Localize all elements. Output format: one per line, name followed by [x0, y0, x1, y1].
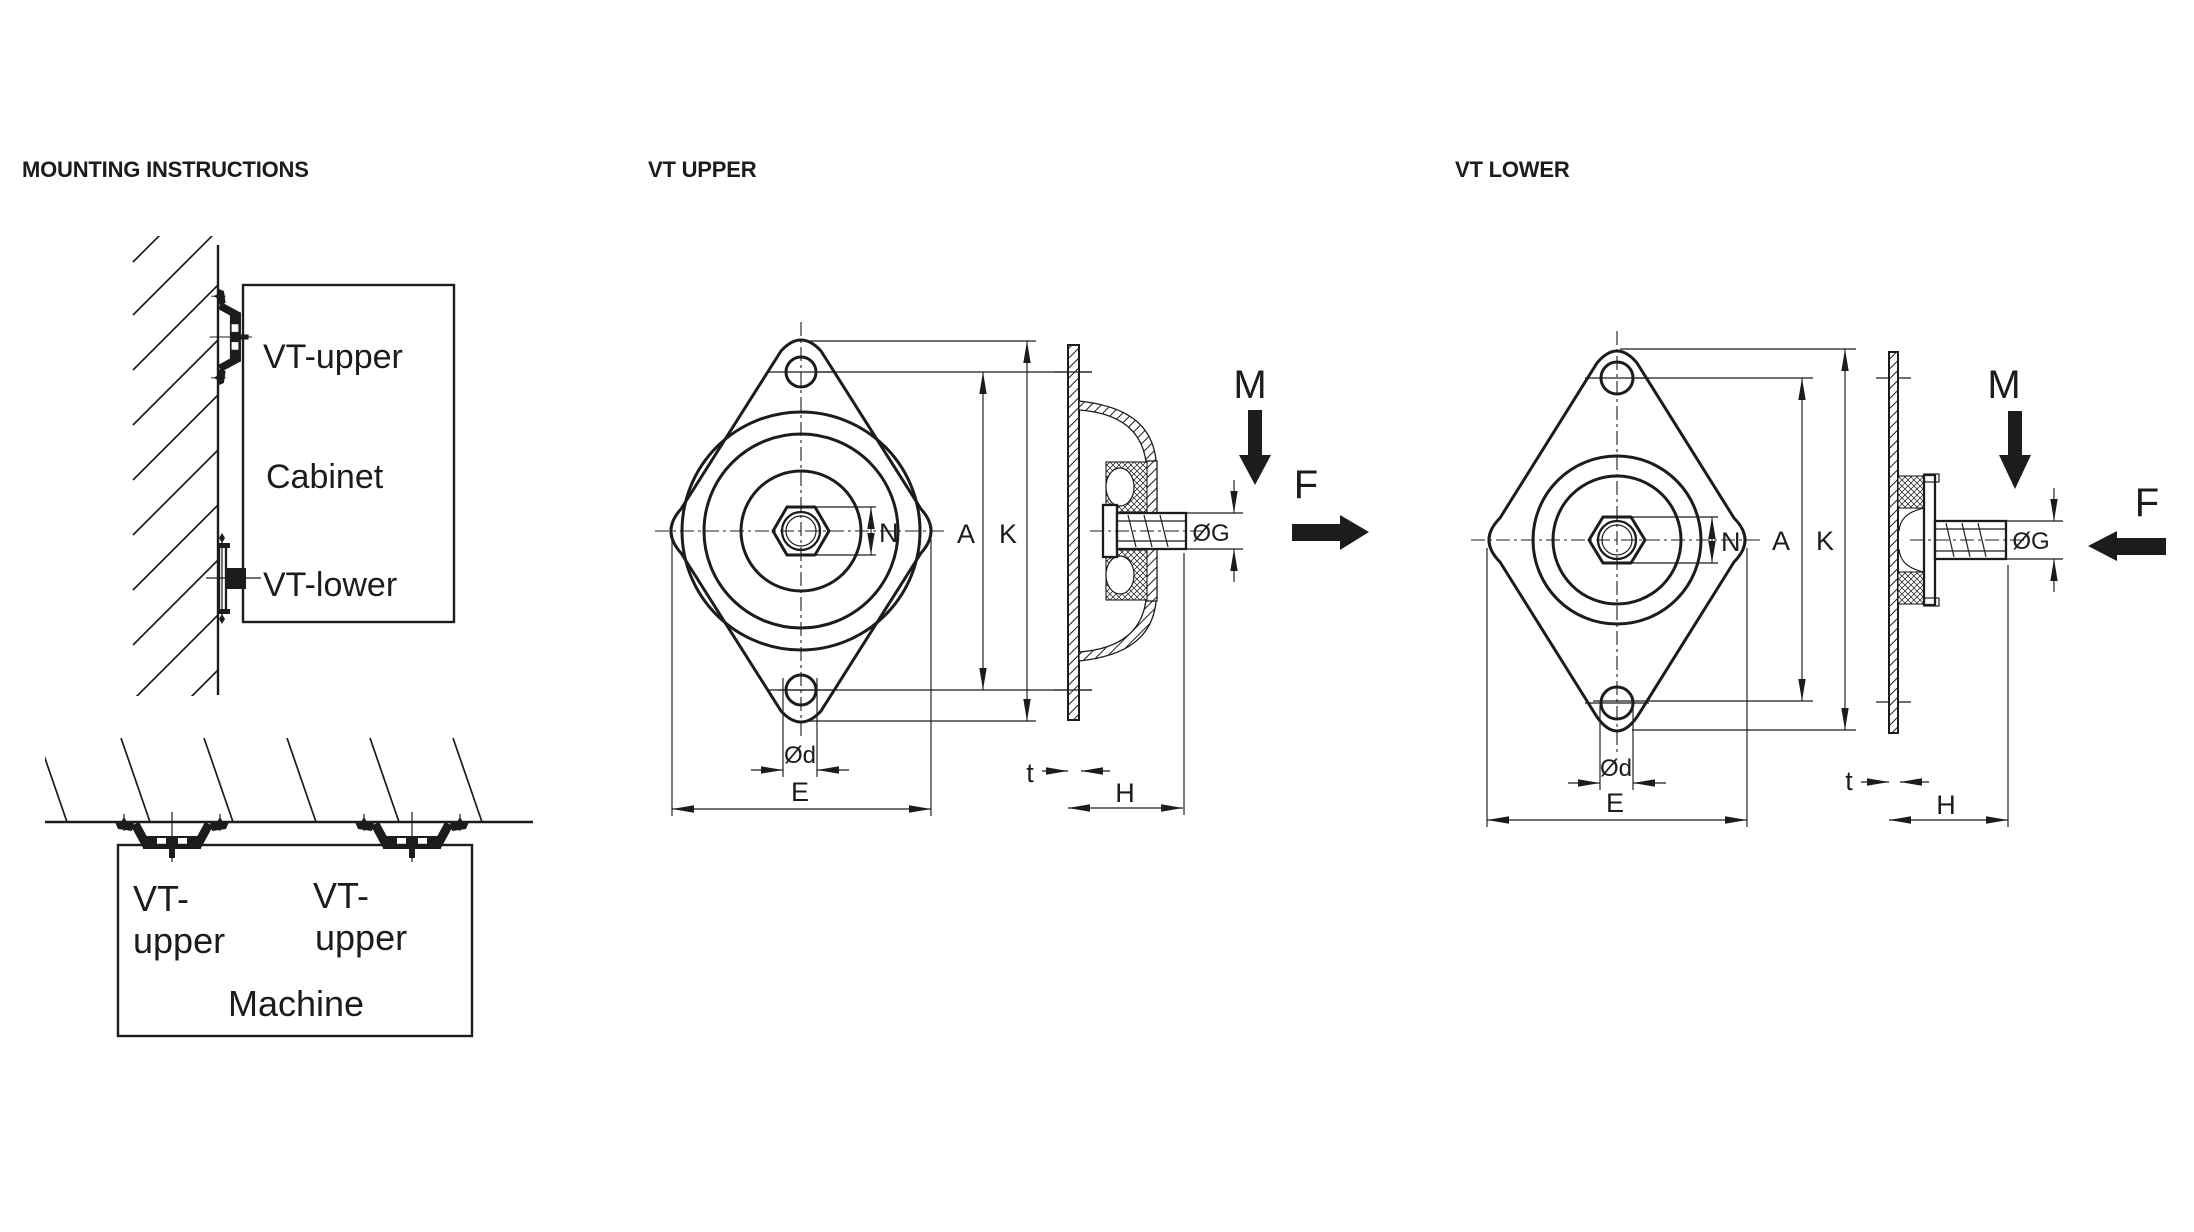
ceiling-mount1-label-line2: upper [133, 920, 225, 961]
cabinet-box [241, 283, 456, 624]
dim-label-t: t [1845, 766, 1853, 796]
dim-label-a: A [1772, 526, 1790, 556]
wall-hatching [132, 236, 219, 696]
dim-label-h: H [1115, 778, 1135, 808]
centerlines [655, 322, 947, 740]
flange-plate-section [1888, 351, 1899, 734]
vt-lower-side-dimensions: ØG t H M F [1845, 363, 2166, 827]
dim-label-n: N [1721, 527, 1741, 557]
ceiling-mount2-label-line2: upper [315, 917, 407, 958]
dim-label-k: K [999, 519, 1017, 549]
machine-label: Machine [228, 983, 364, 1024]
moment-arrow-down-icon [1239, 410, 1271, 485]
ceiling-hatching [45, 737, 483, 823]
dim-label-h: H [1936, 790, 1956, 820]
force-label: F [1294, 463, 1318, 507]
vt-lower-front-view [1471, 331, 1763, 752]
vt-lower-side-view [1888, 351, 2024, 734]
hat-profile-bottom [1078, 599, 1157, 662]
wall-mounting-diagram: VT-upper Cabinet VT-lower [132, 236, 456, 696]
ceiling-mount-2-glyph [355, 812, 469, 862]
rubber-bottom [1897, 571, 1925, 605]
vt-upper-side-view [1054, 344, 1206, 721]
hat-profile-top [1078, 400, 1157, 463]
dim-label-g: ØG [2012, 528, 2049, 555]
vt-lower-front-dimensions: N A K Ød E [1486, 348, 1911, 827]
dim-label-e: E [791, 777, 809, 807]
vt-lower-wall-mount-glyph [206, 533, 261, 624]
vt-upper-title: VT UPPER [648, 157, 757, 182]
dim-label-d: Ød [1600, 755, 1632, 782]
vt-upper-front-dimensions: N A K Ød E [671, 340, 1092, 816]
force-arrow-left-icon [2088, 531, 2166, 561]
dim-label-e: E [1606, 788, 1624, 818]
dim-label-n: N [879, 518, 899, 548]
wall-cabinet-label: Cabinet [266, 458, 384, 496]
rubber-top [1897, 475, 1925, 509]
dim-label-d: Ød [784, 742, 816, 769]
wall-vt-upper-label: VT-upper [263, 338, 403, 376]
force-arrow-right-icon [1292, 515, 1369, 550]
ceiling-mount2-label-line1: VT- [313, 875, 369, 916]
moment-arrow-down-icon [1999, 411, 2031, 489]
ceiling-mounting-diagram: VT- upper VT- upper Machine [45, 737, 533, 1038]
vt-upper-side-dimensions: ØG t H M F [1026, 363, 1369, 815]
machine-box [116, 843, 474, 1038]
vt-upper-wall-mount-glyph [210, 289, 253, 386]
wall-vt-lower-label: VT-lower [263, 566, 397, 604]
ceiling-mount1-label-line1: VT- [133, 878, 189, 919]
force-label: F [2135, 481, 2159, 525]
vt-upper-front-view [655, 322, 947, 740]
dim-label-k: K [1816, 526, 1834, 556]
vt-lower-title: VT LOWER [1455, 157, 1570, 182]
moment-label: M [1233, 363, 1266, 407]
dim-label-t: t [1026, 758, 1034, 788]
dim-label-g: ØG [1192, 520, 1229, 547]
ceiling-mount-1-glyph [115, 812, 229, 862]
moment-label: M [1987, 363, 2020, 407]
flange-plate-section [1067, 344, 1080, 721]
mounting-instructions-title: MOUNTING INSTRUCTIONS [22, 157, 309, 182]
dim-label-a: A [957, 519, 975, 549]
